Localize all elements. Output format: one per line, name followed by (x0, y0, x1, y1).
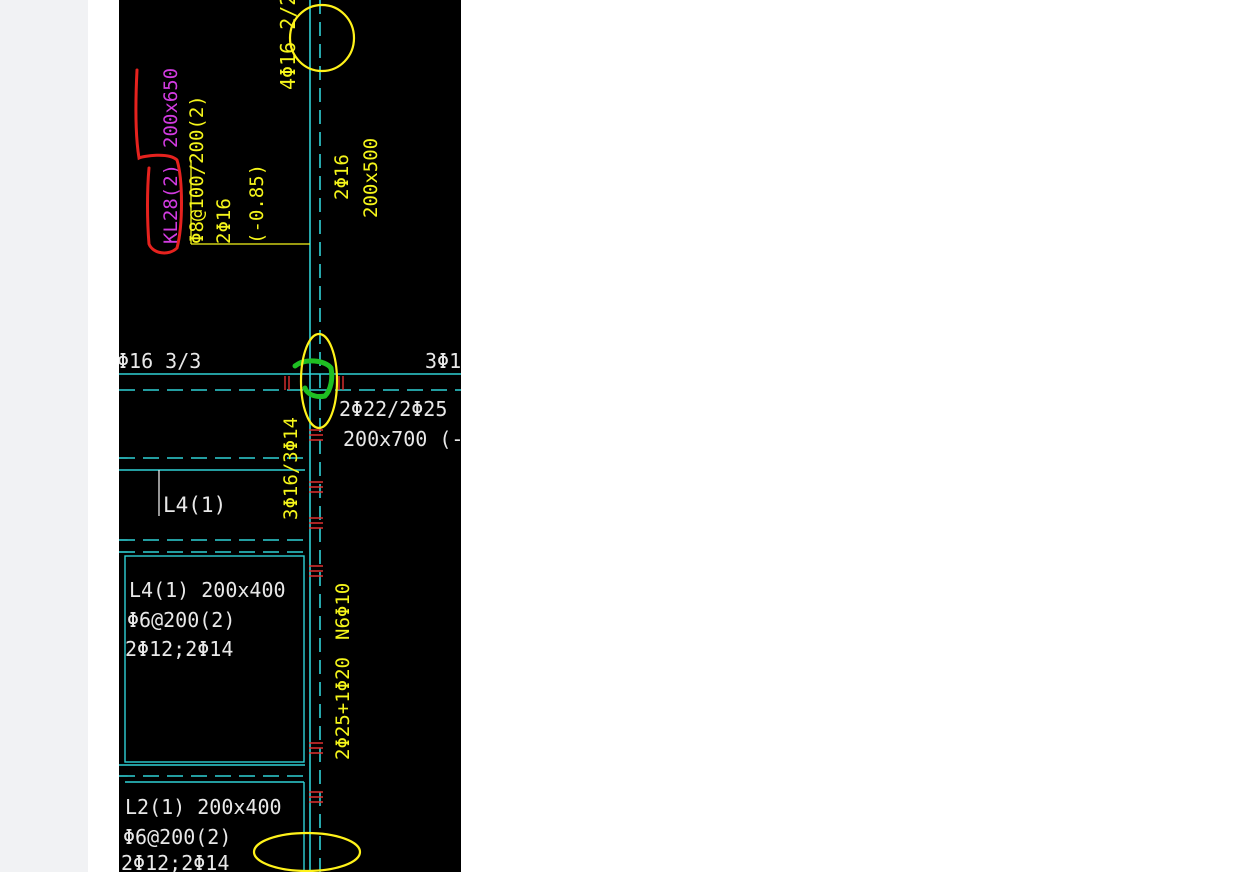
beam-lower-bars: 2Φ22/2Φ25 (339, 397, 447, 421)
l4-detail-title: L4(1) 200x400 (129, 578, 286, 602)
right-beam-note: 3Φ16 (425, 349, 461, 373)
cad-drawing-image: 4Φ16 2/2 KL28(2) 200x650 Φ8@100/200(2) 2… (119, 0, 461, 872)
column-note-bars: 2Φ16 (331, 154, 353, 200)
yellow-circle-bottom (252, 831, 362, 872)
vert-note-n6: N6Φ10 (332, 583, 354, 640)
horizontal-beam-lines (119, 373, 461, 777)
vert-note-lower: 2Φ25+1Φ20 (332, 657, 354, 760)
l2-detail-stirrup: Φ6@200(2) (123, 825, 231, 849)
beam-kl28-bars: 2Φ16 (213, 198, 235, 244)
room-boxes (124, 555, 305, 872)
l2-detail-bars: 2Φ12;2Φ14 (121, 851, 229, 872)
vertical-beam-lines (309, 0, 321, 872)
beam-kl28-offset: (-0.85) (246, 164, 268, 244)
column-note-size: 200x500 (360, 138, 382, 218)
l4-label: L4(1) (163, 493, 226, 517)
vert-note-upper: 3Φ16/3Φ14 (280, 417, 302, 520)
l4-detail-stirrup: Φ6@200(2) (127, 608, 235, 632)
beam-lower-size: 200x700 (-0 (343, 427, 461, 451)
left-sidebar (0, 0, 88, 872)
l4-detail-bars: 2Φ12;2Φ14 (125, 637, 233, 661)
beam-kl28-id: KL28(2) (160, 164, 182, 244)
yellow-circle-middle (299, 332, 339, 430)
green-highlight-mark (292, 358, 335, 399)
left-beam-note: Φ16 3/3 (119, 349, 201, 373)
red-highlight-mark (134, 68, 183, 255)
leader-lines (158, 160, 310, 516)
rebar-ticks (284, 376, 344, 803)
yellow-circle-top (288, 3, 356, 73)
cad-drawing-canvas: 4Φ16 2/2 KL28(2) 200x650 Φ8@100/200(2) 2… (119, 0, 461, 872)
beam-kl28-size: 200x650 (160, 68, 182, 148)
top-vertical-note: 4Φ16 2/2 (276, 0, 300, 90)
beam-kl28-stirrup: Φ8@100/200(2) (186, 95, 208, 244)
l2-detail-title: L2(1) 200x400 (125, 795, 282, 819)
